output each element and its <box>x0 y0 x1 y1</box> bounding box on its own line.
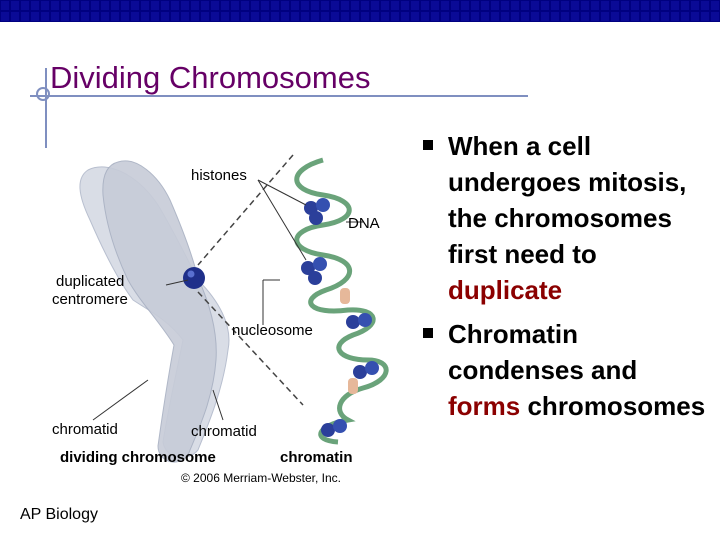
dividing-chromosome-graphic <box>79 160 230 463</box>
slide-title: Dividing Chromosomes <box>50 60 371 95</box>
label-dividing-chromosome: dividing chromosome <box>60 449 216 466</box>
chromatin-coil-graphic <box>294 157 389 445</box>
bullet-item-2: Chromatin condenses and forms chromosome… <box>420 316 715 424</box>
label-chromatin: chromatin <box>280 449 353 466</box>
bullet-1-highlight: duplicate <box>448 275 563 305</box>
label-dna: DNA <box>348 215 380 232</box>
bullet-2-after: chromosomes <box>520 391 706 421</box>
bullet-1-text: When a cell undergoes mitosis, the chrom… <box>448 131 687 269</box>
label-centromere: centromere <box>52 291 128 308</box>
label-duplicated: duplicated <box>56 273 124 290</box>
title-vertical-rule <box>45 68 47 148</box>
label-nucleosome: nucleosome <box>232 322 313 339</box>
bullet-list: When a cell undergoes mitosis, the chrom… <box>420 128 715 432</box>
label-copyright: © 2006 Merriam-Webster, Inc. <box>181 471 341 485</box>
bullet-square-icon <box>423 140 433 150</box>
label-histones: histones <box>191 167 247 184</box>
title-corner-circle <box>36 87 50 101</box>
label-chromatid-right: chromatid <box>191 423 257 440</box>
footer-label: AP Biology <box>20 506 98 523</box>
chromosome-figure: histones DNA duplicated centromere nucle… <box>52 154 389 485</box>
top-bar <box>0 0 720 22</box>
bullet-square-icon <box>423 328 433 338</box>
bullet-2-highlight: forms <box>448 391 521 421</box>
top-bar-pattern <box>0 0 720 22</box>
bullet-2-text: Chromatin condenses and <box>448 319 638 385</box>
label-chromatid-left: chromatid <box>52 421 118 438</box>
title-underline <box>30 95 528 97</box>
bullet-item-1: When a cell undergoes mitosis, the chrom… <box>420 128 715 308</box>
